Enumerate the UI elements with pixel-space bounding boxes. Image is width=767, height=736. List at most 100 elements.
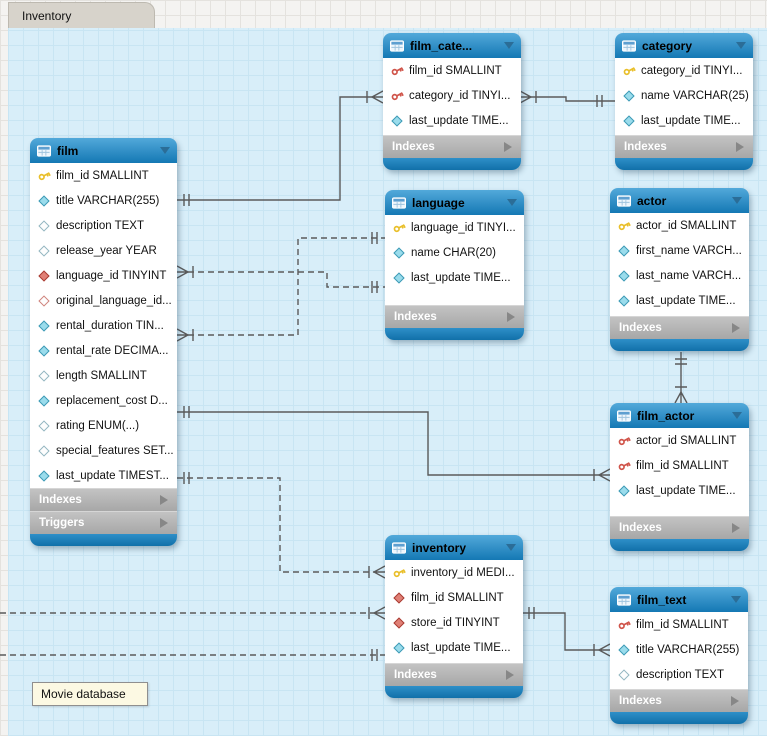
column-row: rating ENUM(...) (30, 413, 177, 438)
column-row: film_id SMALLINT (383, 58, 521, 83)
table-inventory-header[interactable]: inventory (385, 535, 523, 560)
table-film-header[interactable]: film (30, 138, 177, 163)
table-film-category-header[interactable]: film_cate... (383, 33, 521, 58)
column-row: original_language_id... (30, 288, 177, 313)
expand-icon[interactable] (507, 312, 515, 322)
table-category-header[interactable]: category (615, 33, 753, 58)
section-label: Indexes (624, 141, 667, 153)
table-language-header[interactable]: language (385, 190, 524, 215)
column-label: film_id SMALLINT (409, 64, 502, 77)
indexes-section[interactable]: Indexes (615, 135, 753, 158)
primary-foreign-key-icon (617, 618, 631, 631)
collapse-icon[interactable] (506, 544, 516, 551)
collapse-icon[interactable] (507, 199, 517, 206)
collapse-icon[interactable] (504, 42, 514, 49)
column-row: name VARCHAR(25) (615, 83, 753, 108)
column-icon (392, 246, 406, 259)
nullable-column-icon (37, 219, 51, 232)
column-row: rental_rate DECIMA... (30, 338, 177, 363)
nullable-column-icon (37, 419, 51, 432)
table-language[interactable]: language language_id TINYI... name CHAR(… (385, 190, 524, 340)
expand-icon[interactable] (732, 323, 740, 333)
table-film-actor[interactable]: film_actor actor_id SMALLINT film_id SMA… (610, 403, 749, 551)
expand-icon[interactable] (504, 142, 512, 152)
indexes-section[interactable]: Indexes (385, 663, 523, 686)
table-footer (610, 712, 748, 724)
table-title: actor (637, 193, 667, 208)
table-film-text[interactable]: film_text film_id SMALLINT title VARCHAR… (610, 587, 748, 724)
expand-icon[interactable] (506, 670, 514, 680)
column-icon (392, 641, 406, 654)
indexes-section[interactable]: Indexes (610, 516, 749, 539)
column-row: length SMALLINT (30, 363, 177, 388)
column-label: film_id SMALLINT (636, 618, 729, 631)
column-row: special_features SET... (30, 438, 177, 463)
expand-icon[interactable] (160, 495, 168, 505)
column-label: name VARCHAR(25) (641, 89, 749, 102)
expand-icon[interactable] (732, 523, 740, 533)
table-film-category[interactable]: film_cate... film_id SMALLINT category_i… (383, 33, 521, 170)
collapse-icon[interactable] (732, 197, 742, 204)
column-label: film_id SMALLINT (636, 459, 729, 472)
table-inventory[interactable]: inventory inventory_id MEDI... film_id S… (385, 535, 523, 698)
table-title: film_actor (637, 408, 695, 423)
expand-icon[interactable] (160, 518, 168, 528)
table-film-text-header[interactable]: film_text (610, 587, 748, 612)
table-actor[interactable]: actor actor_id SMALLINT first_name VARCH… (610, 188, 749, 351)
primary-key-icon (392, 221, 406, 234)
primary-key-icon (622, 64, 636, 77)
column-label: rating ENUM(...) (56, 419, 140, 432)
table-footer (385, 328, 524, 340)
collapse-icon[interactable] (732, 412, 742, 419)
diagram-note[interactable]: Movie database (32, 682, 148, 706)
column-row: last_update TIME... (610, 288, 749, 313)
column-row: inventory_id MEDI... (385, 560, 523, 585)
column-label: actor_id SMALLINT (636, 434, 737, 447)
column-icon (617, 643, 631, 656)
indexes-section[interactable]: Indexes (610, 689, 748, 712)
tab-inventory[interactable]: Inventory (8, 2, 155, 29)
column-label: last_update TIME... (409, 114, 509, 127)
expand-icon[interactable] (736, 142, 744, 152)
indexes-section[interactable]: Indexes (385, 305, 524, 328)
column-row: film_id SMALLINT (30, 163, 177, 188)
table-title: film_text (637, 592, 687, 607)
expand-icon[interactable] (731, 696, 739, 706)
column-row: last_update TIMEST... (30, 463, 177, 488)
triggers-section[interactable]: Triggers (30, 511, 177, 534)
primary-key-icon (617, 219, 631, 232)
column-icon (392, 271, 406, 284)
table-icon (617, 409, 631, 422)
nullable-column-icon (37, 244, 51, 257)
section-label: Indexes (394, 311, 437, 323)
column-icon (622, 89, 636, 102)
column-row: last_update TIME... (385, 265, 524, 290)
table-film[interactable]: film film_id SMALLINT title VARCHAR(255)… (30, 138, 177, 546)
column-icon (37, 319, 51, 332)
column-row: actor_id SMALLINT (610, 428, 749, 453)
table-actor-header[interactable]: actor (610, 188, 749, 213)
section-label: Indexes (394, 669, 437, 681)
foreign-key-icon (37, 269, 51, 282)
table-inventory-columns: inventory_id MEDI... film_id SMALLINT st… (385, 560, 523, 660)
column-icon (617, 294, 631, 307)
table-title: film_cate... (410, 38, 473, 53)
table-film-actor-header[interactable]: film_actor (610, 403, 749, 428)
indexes-section[interactable]: Indexes (610, 316, 749, 339)
primary-foreign-key-icon (617, 434, 631, 447)
column-icon (37, 469, 51, 482)
nullable-column-icon (37, 369, 51, 382)
column-label: last_update TIMEST... (56, 469, 169, 482)
table-footer (615, 158, 753, 170)
collapse-icon[interactable] (736, 42, 746, 49)
indexes-section[interactable]: Indexes (30, 488, 177, 511)
column-row: description TEXT (610, 662, 748, 687)
column-row: language_id TINYI... (385, 215, 524, 240)
collapse-icon[interactable] (160, 147, 170, 154)
section-label: Indexes (39, 494, 82, 506)
indexes-section[interactable]: Indexes (383, 135, 521, 158)
table-category[interactable]: category category_id TINYI... name VARCH… (615, 33, 753, 170)
table-title: category (642, 38, 693, 53)
collapse-icon[interactable] (731, 596, 741, 603)
